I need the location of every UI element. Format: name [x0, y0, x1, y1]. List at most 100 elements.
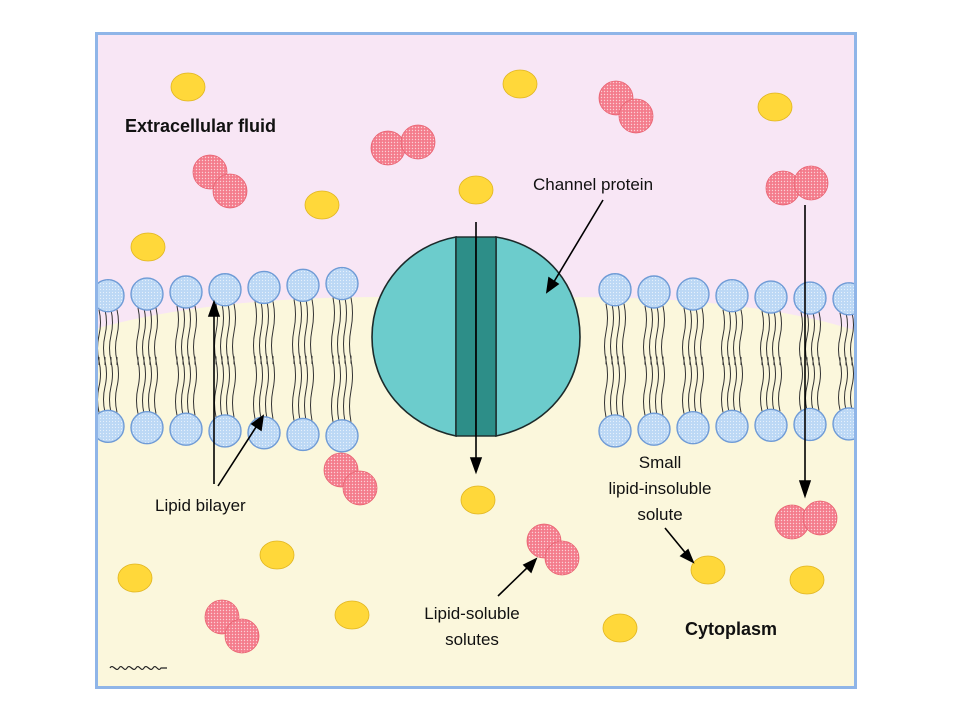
lipid-tail	[103, 360, 107, 413]
lipid-tail	[733, 309, 737, 362]
lipid-tail	[682, 360, 686, 414]
phospholipid-head-inner	[676, 410, 710, 445]
lipid-soluble-solute	[212, 173, 248, 209]
lipid-tail	[331, 359, 335, 422]
lipid-tail	[811, 311, 815, 362]
phospholipid-head-inner	[169, 412, 203, 446]
lipid-tail	[271, 301, 275, 361]
lipid-tail	[220, 360, 224, 418]
phospholipid-head-inner	[130, 410, 164, 445]
phospholipid-head-outer	[325, 266, 359, 301]
small-lipid-insoluble-solute	[458, 175, 494, 205]
channel-protein-label: Channel protein	[533, 175, 653, 194]
lipid-tail	[226, 303, 230, 361]
lipid-tail	[733, 360, 737, 413]
lipid-tail	[142, 360, 146, 414]
phospholipid-head-outer	[754, 280, 788, 314]
small-lipid-insoluble-solute	[334, 600, 370, 630]
lipid-tail	[259, 301, 263, 361]
lipid-tail	[115, 309, 119, 362]
lipid-soluble-label-line1: Lipid-soluble	[424, 604, 519, 623]
phospholipid-head-outer	[715, 279, 749, 313]
lipid-tail	[142, 307, 146, 361]
lipid-tail	[292, 359, 296, 421]
lipid-tail	[850, 361, 854, 411]
small-solute-leader	[664, 527, 695, 564]
phospholipid-head-inner	[832, 407, 854, 441]
lipid-tail	[259, 360, 263, 419]
phospholipid-head-inner	[598, 414, 632, 448]
lipid-tail	[739, 360, 743, 413]
lipid-tail	[103, 309, 107, 362]
lipid-tail	[265, 360, 269, 419]
lipid-tail	[253, 301, 257, 361]
lipid-tail	[349, 359, 353, 422]
lipid-tail	[850, 312, 854, 362]
lipid-bilayer-leader-up	[207, 299, 221, 484]
lipid-tail	[604, 360, 608, 418]
lipid-tail	[655, 360, 659, 416]
phospholipid-head-outer	[208, 273, 242, 307]
lipid-tail	[610, 303, 614, 361]
channel-protein	[371, 236, 581, 437]
lipid-tail	[175, 305, 179, 361]
lipid-tail	[604, 303, 608, 361]
lipid-tail	[304, 299, 308, 360]
lipid-tail	[193, 360, 197, 416]
lipid-tail	[271, 360, 275, 419]
lipid-bilayer-leader-diag	[217, 414, 265, 487]
lipid-tail	[721, 309, 725, 362]
lipid-tail	[616, 360, 620, 418]
phospholipid-head-inner	[754, 408, 788, 442]
lipid-tail	[175, 360, 179, 416]
lipid-tail	[778, 310, 782, 362]
phospholipid-head-inner	[208, 414, 242, 448]
lipid-tail	[700, 307, 704, 361]
lipid-tail	[232, 303, 236, 361]
lipid-tail	[760, 310, 764, 362]
small-lipid-insoluble-solute	[502, 69, 538, 99]
lipid-soluble-solute	[224, 618, 260, 654]
lipid-tail	[337, 359, 341, 422]
channel-pore-left	[455, 236, 477, 437]
lipid-tail	[739, 309, 743, 362]
channel-transport-arrow	[469, 222, 483, 475]
small-solute-label-line1: Small	[639, 453, 682, 472]
cytoplasm-label: Cytoplasm	[685, 619, 777, 639]
lipid-tail	[811, 361, 815, 411]
phospholipid-head-inner	[793, 407, 827, 442]
lipid-tail	[265, 301, 269, 361]
lipid-tail	[331, 297, 335, 360]
small-lipid-insoluble-solute	[757, 92, 793, 122]
phospholipid-head-outer	[676, 277, 710, 311]
lipid-tail	[232, 360, 236, 418]
phospholipid-head-inner	[637, 412, 671, 446]
lipid-tail	[187, 305, 191, 361]
lipid-tail	[760, 361, 764, 412]
lipid-tail	[220, 303, 224, 361]
small-lipid-insoluble-solute	[690, 555, 726, 585]
diffusion-arrow	[798, 205, 812, 499]
lipid-tail	[682, 307, 686, 361]
lipid-soluble-solute	[370, 130, 406, 166]
lipid-tail	[688, 307, 692, 361]
lipid-tail	[136, 307, 140, 361]
lipid-tail	[838, 361, 842, 411]
lipid-tail	[310, 359, 314, 421]
lipid-tail	[109, 360, 113, 413]
lipid-tail	[181, 305, 185, 361]
lipid-tail	[349, 297, 353, 360]
solutes	[117, 69, 838, 654]
arrows	[207, 199, 812, 597]
lipid-tail	[766, 310, 770, 362]
small-lipid-insoluble-solute	[460, 485, 496, 515]
lipid-tail	[643, 305, 647, 361]
lipid-soluble-solute	[618, 98, 654, 134]
lipid-tail	[727, 309, 731, 362]
artist-signature	[109, 665, 167, 671]
lipid-tail	[721, 360, 725, 413]
lipid-tail	[694, 307, 698, 361]
lipid-tail	[616, 303, 620, 361]
lipid-tail	[838, 312, 842, 362]
phospholipid-head-inner	[325, 419, 359, 453]
